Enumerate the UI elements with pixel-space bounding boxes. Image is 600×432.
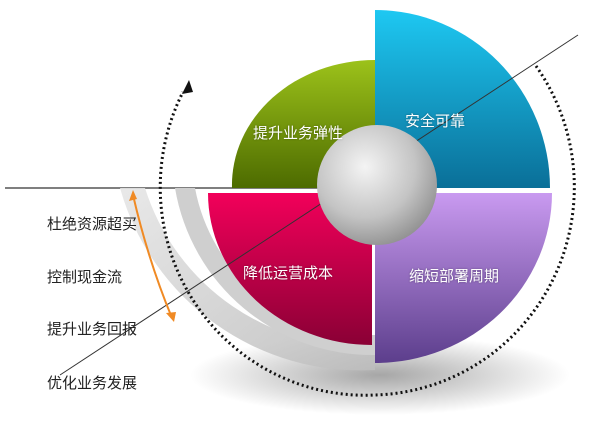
center-hub: [317, 125, 437, 245]
side-label-3: 提升业务回报: [47, 320, 138, 338]
side-label-1: 杜绝资源超买: [47, 215, 138, 233]
arc-arrowhead-icon: [182, 80, 193, 94]
side-label-4: 优化业务发展: [47, 374, 138, 392]
arrow-down-icon: [166, 312, 176, 322]
quadrant-label-top-right: 安全可靠: [405, 112, 466, 130]
diagonal-line: [59, 34, 579, 376]
quadrant-label-bottom-right: 缩短部署周期: [409, 267, 500, 285]
orange-double-arrow: [132, 194, 173, 319]
quadrant-label-bottom-left: 降低运营成本: [243, 264, 334, 282]
quadrant-bottom-left: [208, 193, 372, 345]
arrow-up-icon: [129, 190, 137, 201]
side-label-2: 控制现金流: [47, 268, 123, 286]
quadrant-bottom-right: [375, 193, 552, 363]
quadrant-label-top-left: 提升业务弹性: [253, 124, 344, 142]
